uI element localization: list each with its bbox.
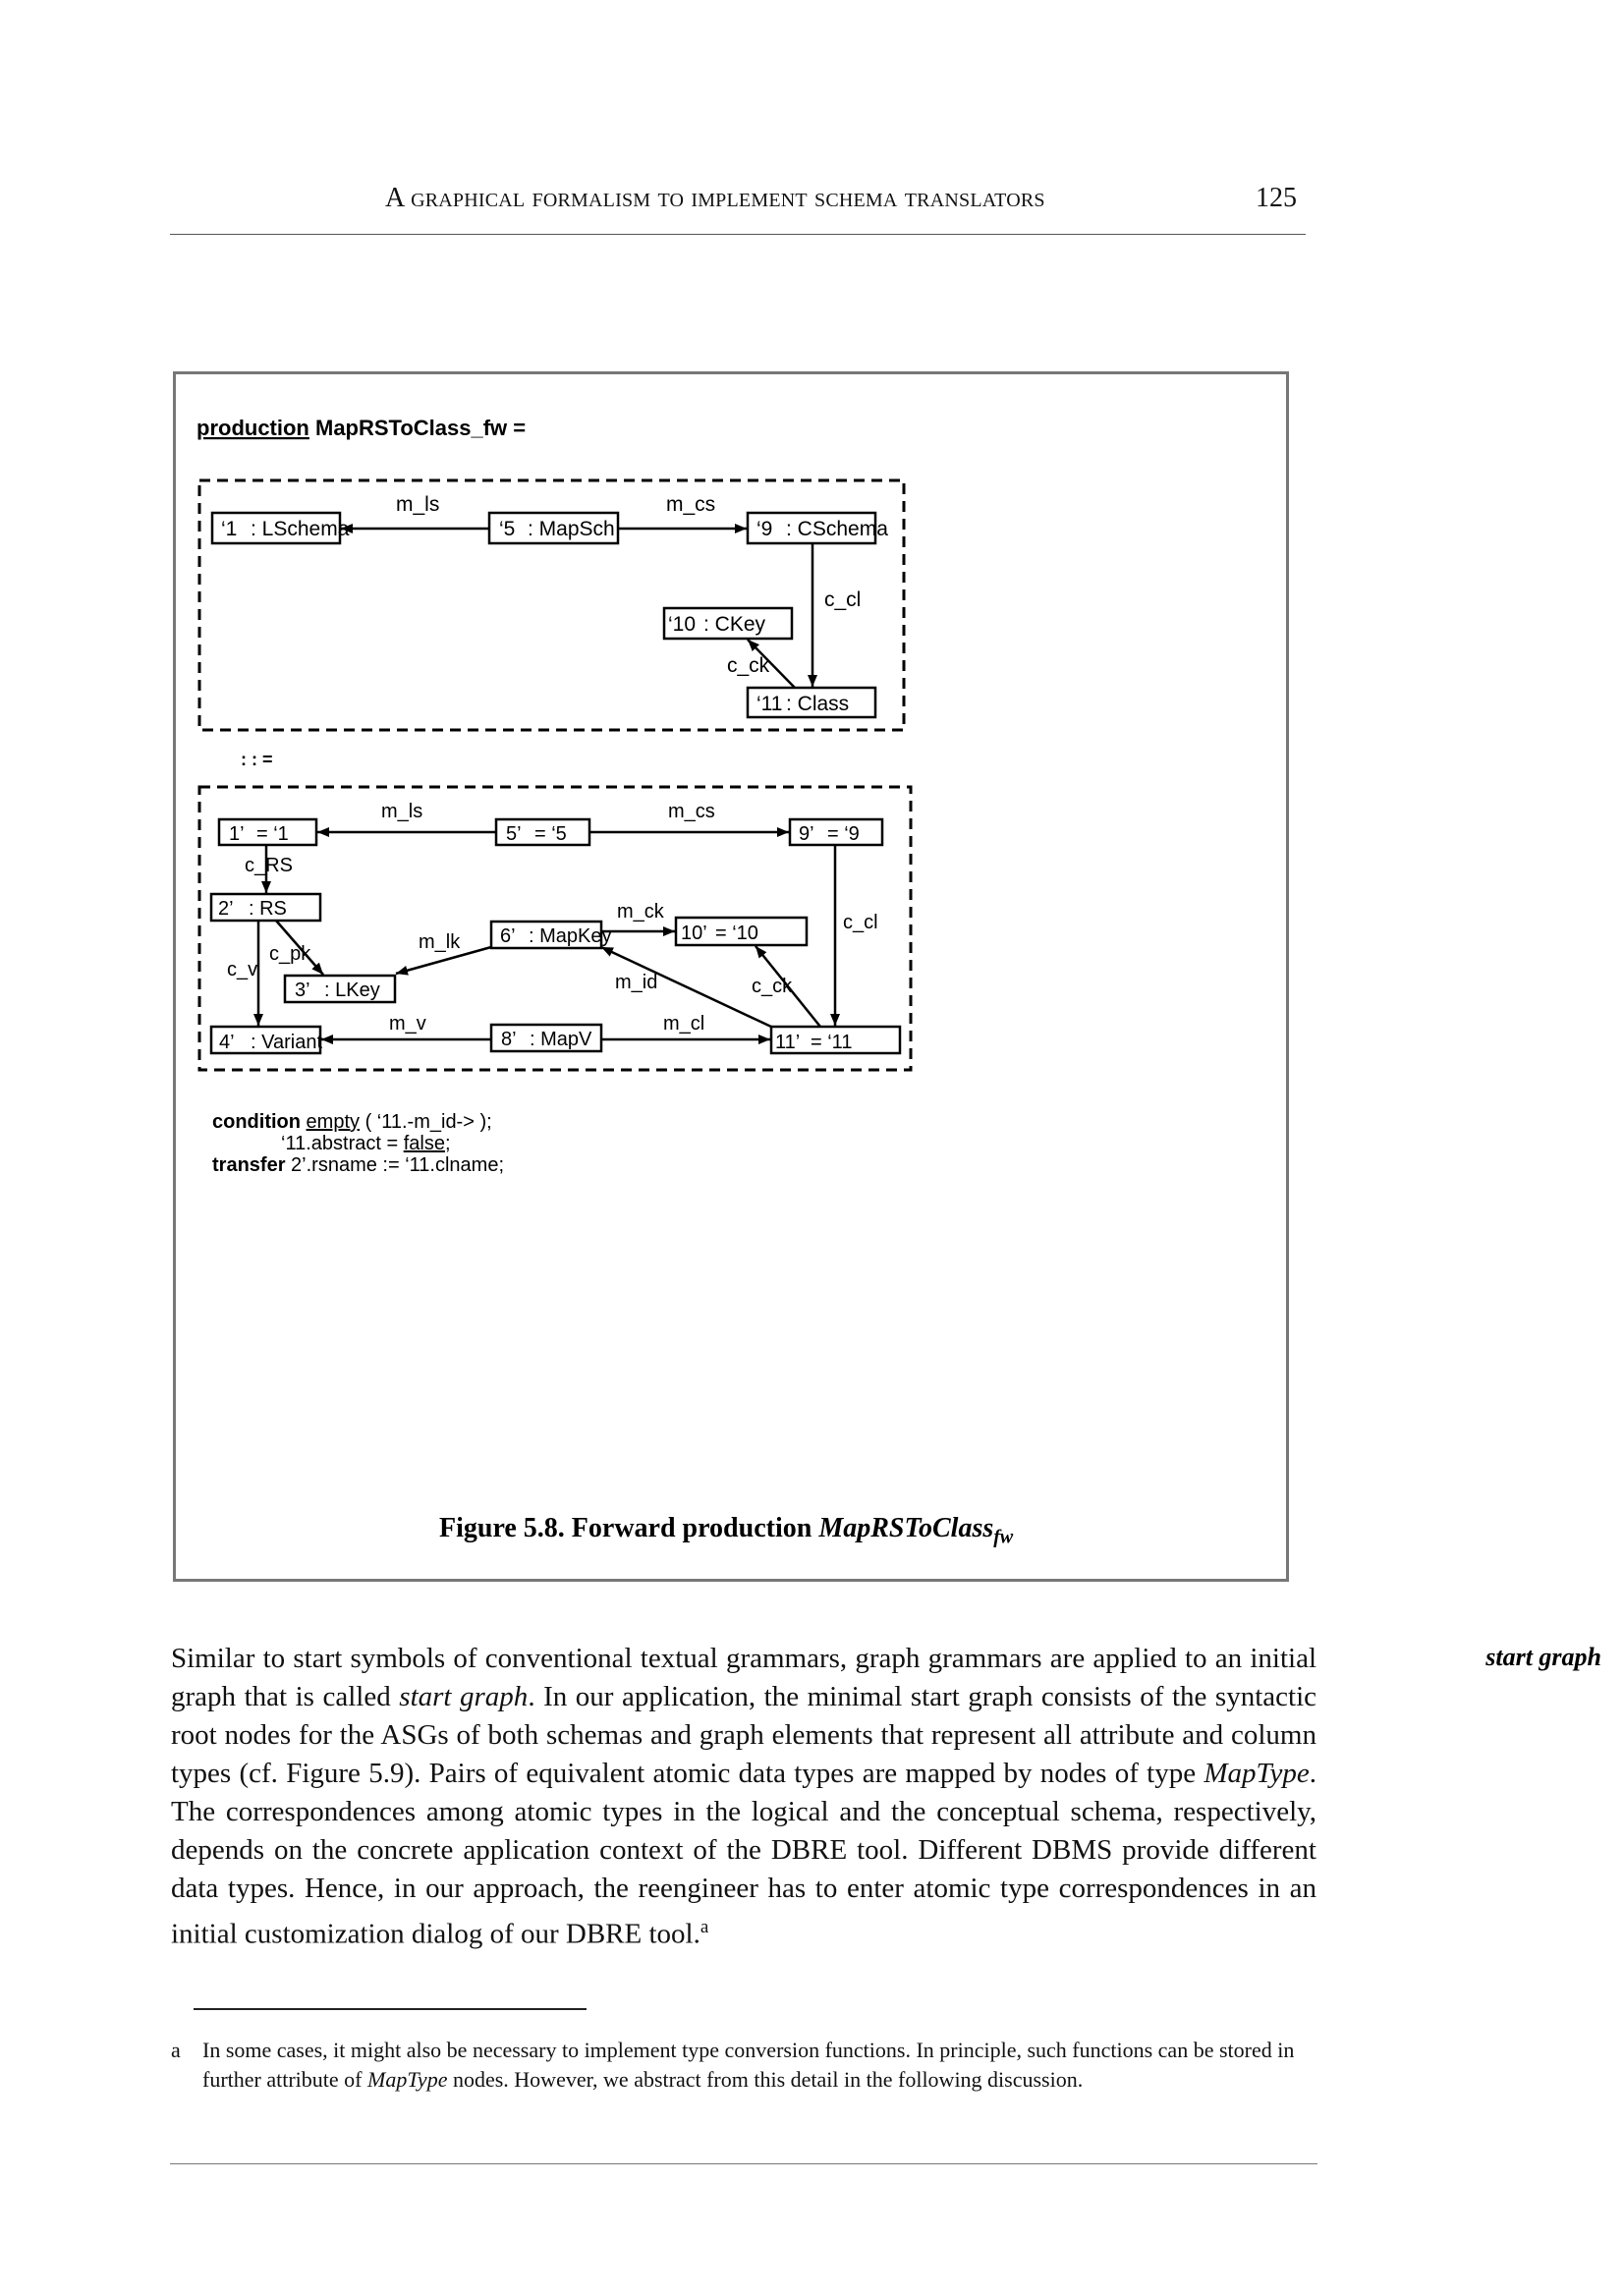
- footnote: a In some cases, it might also be necess…: [171, 2036, 1316, 2095]
- svg-text:= ‘1: = ‘1: [256, 823, 289, 845]
- header-rule: [170, 234, 1306, 235]
- rhs-node-2: 2’ : RS: [209, 892, 322, 923]
- rhs-node-1: 1’ = ‘1: [217, 817, 318, 847]
- svg-text:6’: 6’: [500, 925, 516, 947]
- lhs-node-10: ‘10 : CKey: [662, 606, 794, 641]
- lhs-label-c-ck: c_ck: [727, 654, 770, 677]
- lhs-label-c-cl: c_cl: [824, 588, 861, 611]
- svg-text:‘9: ‘9: [756, 518, 772, 540]
- figure-frame: production MapRSToClass_fw = ‘1 : LSchem…: [173, 371, 1289, 1582]
- svg-text:= ‘11: = ‘11: [811, 1032, 852, 1053]
- lhs-node-9: ‘9 : CSchema: [746, 511, 888, 545]
- page-number: 125: [1256, 183, 1297, 213]
- footnote-mark: a: [171, 2038, 181, 2062]
- svg-text:10’: 10’: [681, 923, 707, 944]
- rhs-node-9: 9’ = ‘9: [788, 817, 884, 847]
- svg-text:: CSchema: : CSchema: [786, 518, 888, 540]
- bottom-rule: [170, 2163, 1317, 2164]
- rhs-label-m-lk: m_lk: [419, 931, 461, 953]
- lhs-label-m-cs: m_cs: [666, 493, 715, 516]
- rhs-label-m-ck: m_ck: [617, 901, 665, 923]
- footnote-text: In some cases, it might also be necessar…: [202, 2038, 1295, 2092]
- svg-text:4’: 4’: [219, 1032, 235, 1053]
- rhs-label-c-pk: c_pk: [269, 943, 311, 965]
- svg-text:: LKey: : LKey: [324, 980, 380, 1001]
- rhs-label-m-id: m_id: [615, 972, 657, 993]
- rhs-node-8: 8’ : MapV: [489, 1023, 603, 1053]
- footnote-rule: [194, 2008, 587, 2010]
- running-head: A graphical formalism to implement schem…: [385, 183, 1181, 214]
- svg-text:5’: 5’: [506, 823, 522, 845]
- figure-caption: Figure 5.8. Forward production MapRSToCl…: [439, 1513, 1014, 1548]
- condition-line-2: ‘11.abstract = false;: [281, 1133, 451, 1154]
- rhs-node-3: 3’ : LKey: [283, 974, 397, 1004]
- lhs-label-m-ls: m_ls: [396, 493, 439, 516]
- svg-text:: MapSch: : MapSch: [528, 518, 615, 540]
- rhs-node-4: 4’ : Variant: [209, 1025, 322, 1055]
- transfer-line: transfer 2’.rsname := ‘11.clname;: [212, 1154, 504, 1176]
- body-paragraph: Similar to start symbols of conventional…: [171, 1643, 1317, 1950]
- svg-text:‘5: ‘5: [499, 518, 515, 540]
- svg-text:= ‘10: = ‘10: [715, 923, 758, 944]
- svg-text:9’: 9’: [799, 823, 814, 845]
- svg-text:: Class: : Class: [786, 693, 849, 715]
- lhs-node-11: ‘11 : Class: [746, 686, 877, 719]
- lhs-node-5: ‘5 : MapSch: [487, 511, 620, 545]
- rhs-label-m-cs: m_cs: [668, 801, 715, 822]
- rhs-node-11: 11’ = ‘11: [769, 1025, 902, 1055]
- rhs-label-c-cl: c_cl: [843, 912, 878, 933]
- rhs-node-10: 10’ = ‘10: [674, 916, 809, 947]
- rhs-node-5: 5’ = ‘5: [494, 817, 591, 847]
- svg-text:3’: 3’: [295, 980, 310, 1001]
- rhs-node-6: 6’ : MapKey: [489, 920, 611, 950]
- svg-text:: LSchema: : LSchema: [251, 518, 350, 540]
- svg-text:11’: 11’: [775, 1032, 800, 1053]
- rhs-graph-container: [197, 785, 913, 1072]
- svg-text:2’: 2’: [218, 898, 234, 920]
- rhs-label-c-ck: c_ck: [752, 976, 793, 997]
- rhs-label-m-cl: m_cl: [663, 1013, 704, 1035]
- svg-text:‘1: ‘1: [221, 518, 237, 540]
- svg-text:: MapKey: : MapKey: [529, 925, 611, 947]
- rhs-label-m-v: m_v: [389, 1013, 426, 1035]
- svg-text:= ‘5: = ‘5: [534, 823, 567, 845]
- rhs-edge-c-pk: [275, 920, 324, 976]
- svg-text:: RS: : RS: [249, 898, 287, 920]
- svg-text:: Variant: : Variant: [251, 1032, 322, 1053]
- rhs-label-c-rs: c_RS: [245, 855, 293, 876]
- rhs-edge-m-lk: [395, 945, 492, 976]
- svg-text:: MapV: : MapV: [530, 1029, 592, 1050]
- rhs-edge-c-ck: [755, 945, 821, 1028]
- production-separator: : : =: [241, 750, 273, 769]
- svg-text:‘10: ‘10: [668, 613, 696, 636]
- running-title: A graphical formalism to implement schem…: [385, 183, 1045, 213]
- production-diagram: production MapRSToClass_fw = ‘1 : LSchem…: [196, 416, 913, 1176]
- rhs-label-m-ls: m_ls: [381, 801, 422, 822]
- lhs-node-1: ‘1 : LSchema: [210, 511, 350, 545]
- svg-text:: CKey: : CKey: [703, 613, 766, 636]
- svg-text:‘11: ‘11: [756, 693, 782, 715]
- svg-text:= ‘9: = ‘9: [827, 823, 860, 845]
- margin-note: start graph: [1485, 1643, 1601, 1671]
- condition-line-1: condition empty ( ‘11.-m_id-> );: [212, 1111, 492, 1133]
- rhs-edge-m-id: [600, 945, 772, 1029]
- svg-text:1’: 1’: [229, 823, 245, 845]
- lhs-edge-c-ck: [747, 639, 796, 689]
- svg-text:8’: 8’: [501, 1029, 517, 1050]
- production-title: production MapRSToClass_fw =: [196, 416, 526, 440]
- footnote-reference[interactable]: a: [700, 1917, 709, 1937]
- rhs-label-c-v: c_v: [227, 959, 257, 980]
